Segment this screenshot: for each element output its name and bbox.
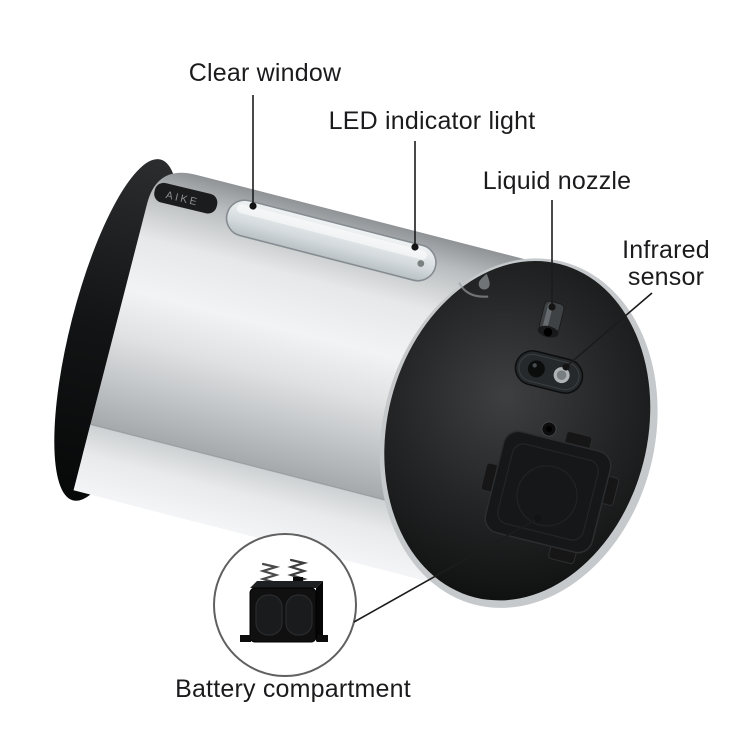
clear-window-highlight	[236, 204, 427, 260]
hand-drop-logo	[458, 273, 490, 298]
clear-window-label: Clear window	[188, 59, 342, 87]
liquid-nozzle-label: Liquid nozzle	[482, 167, 632, 195]
sensor-lens-dark	[527, 360, 545, 378]
callout-dot-infrared	[562, 363, 570, 371]
callout-dot-battery	[534, 514, 542, 522]
callout-line-led	[411, 141, 419, 251]
battery-box-side	[316, 581, 323, 642]
sensor-lens-light-core	[556, 370, 567, 380]
battery-holder-graphic	[240, 558, 328, 643]
callout-dot-nozzle	[548, 303, 556, 311]
battery-bay-left	[255, 594, 283, 636]
battery-inset	[213, 533, 357, 677]
battery-foot-right	[317, 635, 328, 642]
battery-cover-plate	[484, 430, 612, 554]
infrared-sensor-part	[514, 350, 584, 394]
callout-dot-clear-window	[249, 202, 257, 210]
hand-glyph	[458, 282, 489, 298]
face-hole	[541, 421, 557, 437]
callout-lines	[249, 95, 653, 623]
callout-line-clear-window	[249, 95, 257, 210]
callout-line-nozzle	[548, 200, 556, 311]
nozzle-opening	[543, 327, 553, 337]
battery-cover-circle-detail	[516, 465, 578, 527]
sensor-bevel	[518, 353, 580, 391]
battery-cover-inner-line	[497, 443, 599, 541]
battery-compartment-label: Battery compartment	[175, 675, 411, 703]
battery-bay-right	[285, 594, 313, 636]
battery-foot-left	[240, 635, 251, 642]
battery-box-top	[250, 581, 323, 588]
callout-dot-led	[411, 243, 419, 251]
brand-strip: AIKE	[154, 182, 218, 214]
hole-core	[546, 426, 552, 432]
dispenser-body	[54, 159, 658, 608]
infrared-sensor-label-line2: sensor	[627, 263, 705, 291]
led-indicator-label: LED indicator light	[328, 107, 536, 135]
sensor-lens-glint	[532, 363, 537, 368]
infrared-sensor-label: Infrared sensor	[601, 237, 730, 291]
battery-cover-part	[480, 430, 620, 565]
callout-line-battery	[353, 514, 542, 623]
led-dot	[417, 260, 425, 267]
brand-strip-bg	[154, 182, 218, 214]
callout-line-infrared	[562, 292, 653, 371]
infrared-sensor-label-line1: Infrared	[622, 236, 710, 264]
drop-glyph	[478, 273, 490, 290]
